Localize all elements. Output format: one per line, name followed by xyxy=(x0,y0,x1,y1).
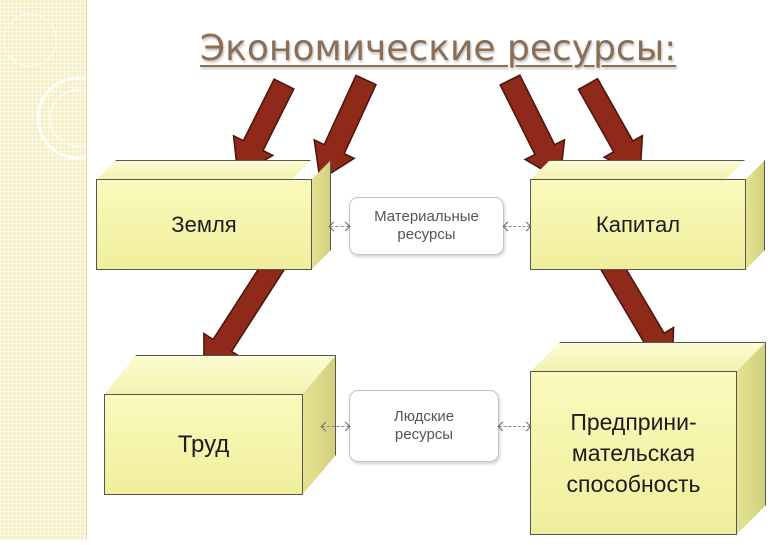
labor-label: Труд xyxy=(177,430,230,458)
material-resources-label: Материальные ресурсы xyxy=(349,197,504,255)
land-box-side xyxy=(311,160,331,270)
labor-box-top xyxy=(104,355,336,395)
arrow-to-capital-2 xyxy=(577,77,644,178)
connector-material-capital xyxy=(504,226,530,227)
entrepreneurship-box-front: Предприни- мательская способность xyxy=(530,371,737,535)
connector-labor-human xyxy=(322,426,349,427)
land-label: Земля xyxy=(171,211,237,237)
page-title: Экономические ресурсы: xyxy=(200,28,677,69)
decorative-side-strip xyxy=(0,0,120,540)
connector-human-entrepreneurship xyxy=(499,426,530,427)
capital-label: Капитал xyxy=(595,211,681,237)
land-box-front: Земля xyxy=(96,179,312,270)
entrepreneurship-label: Предприни- мательская способность xyxy=(566,408,701,497)
land-box-top xyxy=(96,160,311,180)
labor-box: Труд xyxy=(104,355,336,495)
arrow-to-land-2 xyxy=(313,74,377,182)
arrow-to-capital-1 xyxy=(499,74,566,182)
human-resources-text: Людские ресурсы xyxy=(393,408,455,443)
capital-box-front: Капитал xyxy=(530,179,746,270)
capital-box: Капитал xyxy=(530,160,765,270)
material-resources-text: Материальные ресурсы xyxy=(374,208,479,243)
capital-box-side xyxy=(745,160,765,270)
entrepreneurship-box: Предприни- мательская способность xyxy=(530,342,766,535)
labor-box-front: Труд xyxy=(104,394,303,495)
entrepreneurship-box-side xyxy=(736,342,766,535)
land-box: Земля xyxy=(96,160,331,270)
entrepreneurship-box-top xyxy=(530,342,766,372)
human-resources-label: Людские ресурсы xyxy=(349,390,499,462)
connector-land-material xyxy=(330,226,349,227)
capital-box-top xyxy=(530,160,745,180)
